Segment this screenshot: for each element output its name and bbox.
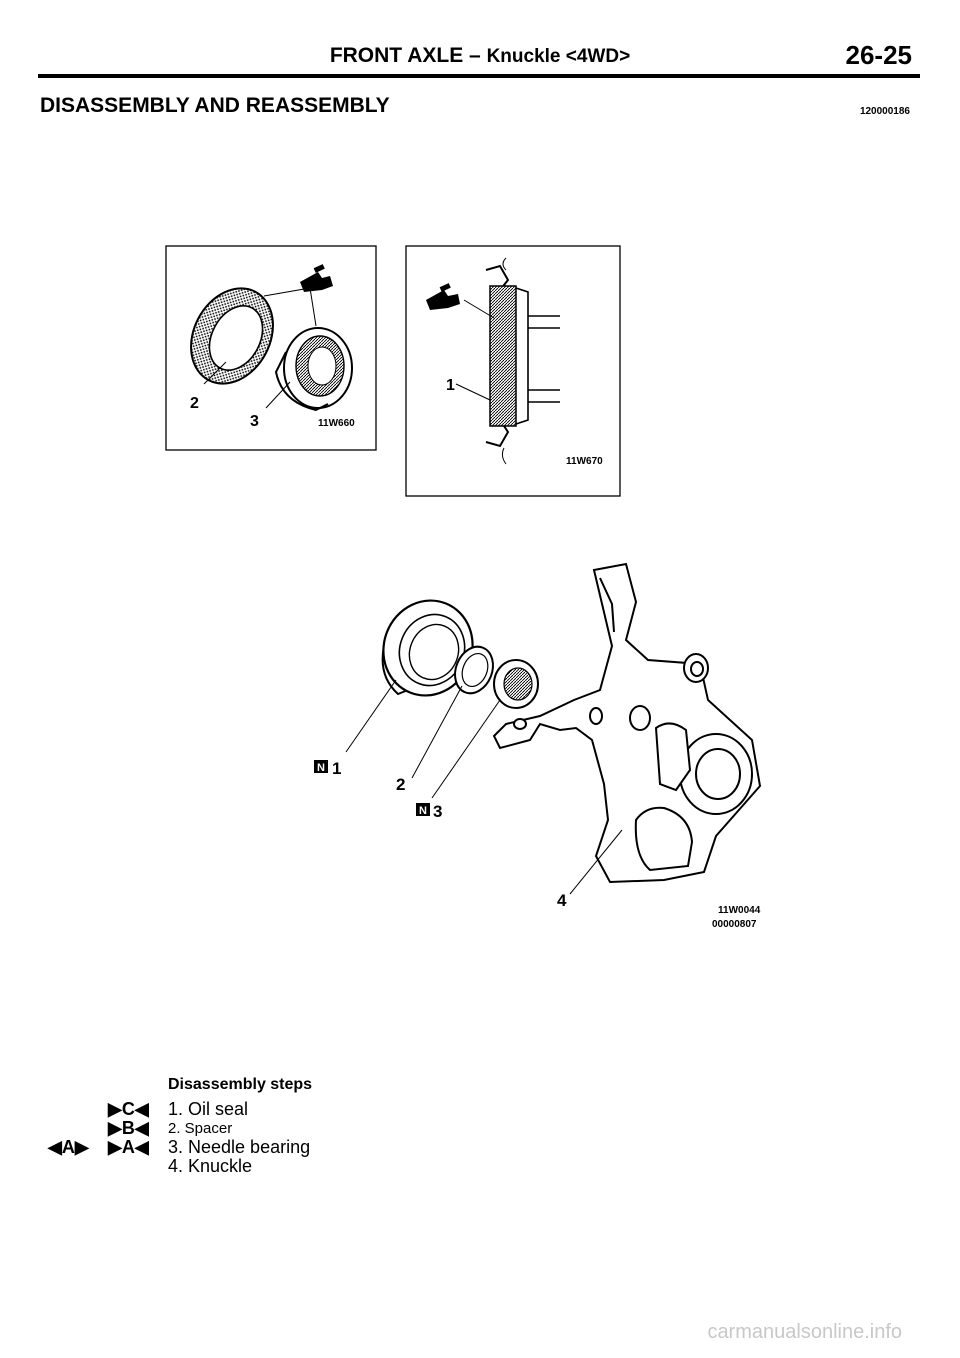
steps-list: 1. Oil seal 2. Spacer 3. Needle bearing … xyxy=(168,1100,310,1176)
mark-letter: A xyxy=(121,1137,135,1157)
figure-frame xyxy=(405,245,621,497)
figure-oil-seal: 1 11W670 xyxy=(405,245,621,497)
needle-bearing xyxy=(493,659,539,709)
page-header-title: FRONT AXLE – Knuckle <4WD> xyxy=(0,44,960,68)
figure-code: 11W0044 xyxy=(718,905,761,916)
header-title-sub: Knuckle <4WD> xyxy=(486,46,631,67)
watermark: carmanualsonline.info xyxy=(707,1321,902,1343)
new-part-mark: N xyxy=(419,805,427,817)
steps-title: Disassembly steps xyxy=(168,1076,313,1093)
figure-knuckle-exploded: N 1 2 N 3 4 11W0044 00000807 xyxy=(314,562,762,930)
figure-frame xyxy=(165,245,377,451)
new-part-icon xyxy=(314,760,328,773)
needle-bearing xyxy=(274,327,353,412)
oil-seal xyxy=(381,599,474,697)
label-1: 1 xyxy=(332,759,341,778)
service-mark-a: ▶A◀ xyxy=(108,1137,149,1157)
mark-letter: B xyxy=(121,1118,135,1138)
knuckle xyxy=(492,562,762,884)
new-part-mark: N xyxy=(317,762,325,774)
step-item: 4. Knuckle xyxy=(168,1156,253,1176)
figure-code: 11W660 xyxy=(318,418,355,429)
label-3: 3 xyxy=(250,413,259,430)
section-code: 120000186 xyxy=(859,106,910,117)
mark-letter: A xyxy=(61,1137,75,1157)
oil-seal-section xyxy=(489,285,517,427)
mark-letter: C xyxy=(121,1099,135,1119)
step-item: 3. Needle bearing xyxy=(168,1137,311,1157)
new-part-icon xyxy=(416,803,430,816)
label-2: 2 xyxy=(396,775,405,794)
service-mark-c: ▶C◀ xyxy=(108,1099,149,1119)
figure-code: 11W670 xyxy=(566,456,603,467)
step-item: 2. Spacer xyxy=(168,1120,233,1137)
section-title: DISASSEMBLY AND REASSEMBLY xyxy=(40,94,390,117)
grease-icon xyxy=(426,283,460,310)
figure-code-2: 00000807 xyxy=(712,919,757,930)
header-rule xyxy=(38,74,920,78)
reassembly-mark-a: ◀A▶ xyxy=(48,1137,89,1157)
grease-icon xyxy=(300,264,333,292)
header-title-main: FRONT AXLE – xyxy=(329,44,481,67)
figure-spacer-bearing: 2 3 11W660 xyxy=(165,245,377,451)
label-2: 2 xyxy=(190,395,199,412)
label-1: 1 xyxy=(446,377,455,394)
label-3: 3 xyxy=(433,802,442,821)
step-item: 1. Oil seal xyxy=(168,1099,249,1119)
label-4: 4 xyxy=(557,891,567,910)
service-mark-b: ▶B◀ xyxy=(108,1118,149,1138)
page-number: 26-25 xyxy=(845,40,913,70)
